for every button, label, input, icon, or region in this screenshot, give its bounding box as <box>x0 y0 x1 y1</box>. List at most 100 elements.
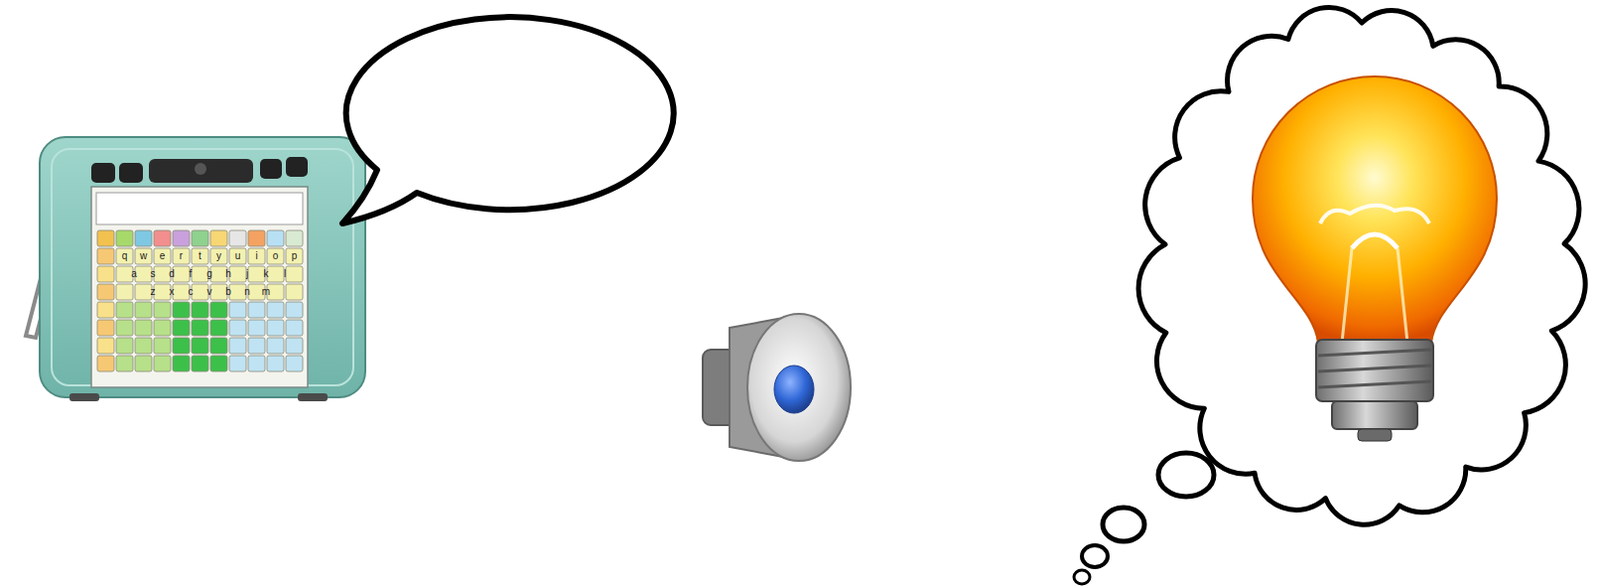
key <box>134 301 152 318</box>
key <box>116 266 134 282</box>
bulb-support <box>1341 248 1408 343</box>
key <box>229 283 247 300</box>
thought-dot <box>1073 569 1090 584</box>
key <box>153 248 171 265</box>
key-letter: m <box>258 283 275 300</box>
key <box>210 355 228 372</box>
key <box>191 301 209 318</box>
key <box>97 230 115 247</box>
key-letter: r <box>172 248 190 265</box>
device-button <box>91 162 116 183</box>
device-camera-bar <box>148 158 254 183</box>
key <box>210 248 228 265</box>
key <box>210 319 228 336</box>
key <box>172 337 190 354</box>
thought-dot <box>1081 544 1108 567</box>
key <box>97 319 115 336</box>
key <box>229 337 247 354</box>
key <box>266 301 284 318</box>
key-letter: c <box>182 283 200 300</box>
key <box>210 283 228 300</box>
device-button <box>260 158 282 179</box>
key <box>134 248 152 265</box>
light-bulb <box>1252 76 1497 441</box>
key <box>266 248 284 265</box>
key <box>172 266 190 282</box>
key <box>97 355 115 372</box>
bulb-base <box>1316 339 1434 401</box>
key <box>116 230 134 247</box>
bulb-glass <box>1252 76 1497 343</box>
key <box>248 230 266 247</box>
thought-dot <box>1158 452 1214 497</box>
key-letter: y <box>210 248 228 265</box>
key <box>153 337 171 354</box>
key <box>116 355 134 372</box>
key <box>172 319 190 336</box>
key <box>285 248 303 265</box>
key <box>172 230 190 247</box>
key <box>116 319 134 336</box>
bulb-filament <box>1351 234 1398 249</box>
key <box>134 230 152 247</box>
key-letter: q <box>116 248 134 265</box>
key <box>172 248 190 265</box>
device-camera <box>194 162 207 175</box>
key <box>210 266 228 282</box>
key <box>134 266 152 282</box>
key <box>191 283 209 300</box>
key-letter: i <box>248 248 266 265</box>
key <box>191 266 209 282</box>
key-letter: p <box>285 248 303 265</box>
key <box>191 319 209 336</box>
key-letter: x <box>163 283 181 300</box>
key <box>172 355 190 372</box>
key <box>248 248 266 265</box>
message-window <box>96 192 303 225</box>
speaker-icon <box>702 313 851 461</box>
thought-dot <box>1102 507 1145 541</box>
key-letter: b <box>220 283 238 300</box>
key <box>210 301 228 318</box>
key <box>97 283 115 300</box>
key-letter: h <box>220 266 238 282</box>
bulb-cap <box>1332 400 1418 429</box>
key-letter: v <box>201 283 219 300</box>
key <box>172 283 190 300</box>
key-letter: t <box>191 248 209 265</box>
speaker-cone <box>747 313 851 461</box>
bulb-glow <box>1320 205 1430 224</box>
key <box>285 301 303 318</box>
key <box>285 230 303 247</box>
key <box>116 301 134 318</box>
key <box>285 266 303 282</box>
key <box>116 248 134 265</box>
key <box>116 337 134 354</box>
key <box>285 283 303 300</box>
key-letter: k <box>258 266 275 282</box>
key <box>229 230 247 247</box>
key <box>153 319 171 336</box>
speech-bubble <box>342 16 674 224</box>
key <box>266 337 284 354</box>
key <box>248 355 266 372</box>
key <box>134 319 152 336</box>
device-foot <box>69 393 100 401</box>
key <box>266 230 284 247</box>
key-letter: n <box>239 283 257 300</box>
key <box>97 301 115 318</box>
speaker-dome <box>774 365 814 413</box>
key <box>285 355 303 372</box>
key-letter: d <box>163 266 181 282</box>
device-button <box>119 162 143 183</box>
key-letter: s <box>144 266 162 282</box>
key <box>248 319 266 336</box>
key <box>153 355 171 372</box>
key <box>229 266 247 282</box>
key <box>134 283 152 300</box>
key-letter: g <box>201 266 219 282</box>
device-body <box>39 136 366 398</box>
key <box>248 337 266 354</box>
thought-cloud <box>1138 6 1586 525</box>
